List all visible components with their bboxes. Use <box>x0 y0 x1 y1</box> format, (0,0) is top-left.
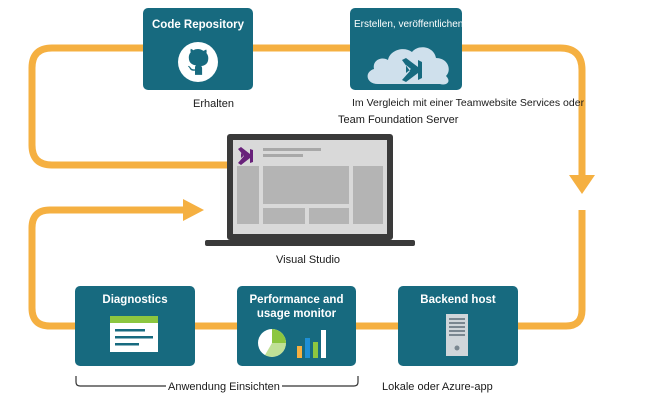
performance-title: Performance and usage monitor <box>249 294 344 320</box>
code-repository-title: Code Repository <box>151 19 244 31</box>
compare-caption-line1: Im Vergleich mit einer Teamwebsite Servi… <box>352 97 585 109</box>
publish-tile: Erstellen, veröffentlichen <box>350 8 464 90</box>
performance-tile: Performance and usage monitor <box>237 286 356 366</box>
document-list-icon <box>110 316 158 352</box>
diagnostics-tile: Diagnostics <box>75 286 195 366</box>
arrow-right-to-backend <box>518 210 586 330</box>
pie-and-bar-chart-icon <box>258 329 326 358</box>
arrowhead-down <box>569 175 595 194</box>
arrow-diag-to-laptop <box>28 206 185 330</box>
laptop-visual-studio-icon <box>205 134 415 246</box>
code-repository-tile: Code Repository <box>143 8 253 90</box>
backend-host-title: Backend host <box>420 294 496 306</box>
arrow-laptop-to-repo <box>28 44 228 169</box>
diagnostics-title: Diagnostics <box>102 294 168 306</box>
insights-caption: Anwendung Einsichten <box>166 381 282 394</box>
server-icon <box>446 314 468 356</box>
visual-studio-caption: Visual Studio <box>276 254 341 266</box>
arrow-publish-to-right <box>462 44 586 175</box>
cloud-visual-studio-icon <box>367 47 449 85</box>
backend-host-tile: Backend host <box>398 286 518 366</box>
arrowhead-right <box>183 199 204 221</box>
get-caption: Erhalten <box>193 98 234 110</box>
github-octocat-icon <box>178 42 218 82</box>
local-azure-caption: Lokale oder Azure-app <box>382 381 493 393</box>
compare-caption-line2: Team Foundation Server <box>338 114 459 126</box>
publish-title: Erstellen, veröffentlichen <box>354 19 464 30</box>
